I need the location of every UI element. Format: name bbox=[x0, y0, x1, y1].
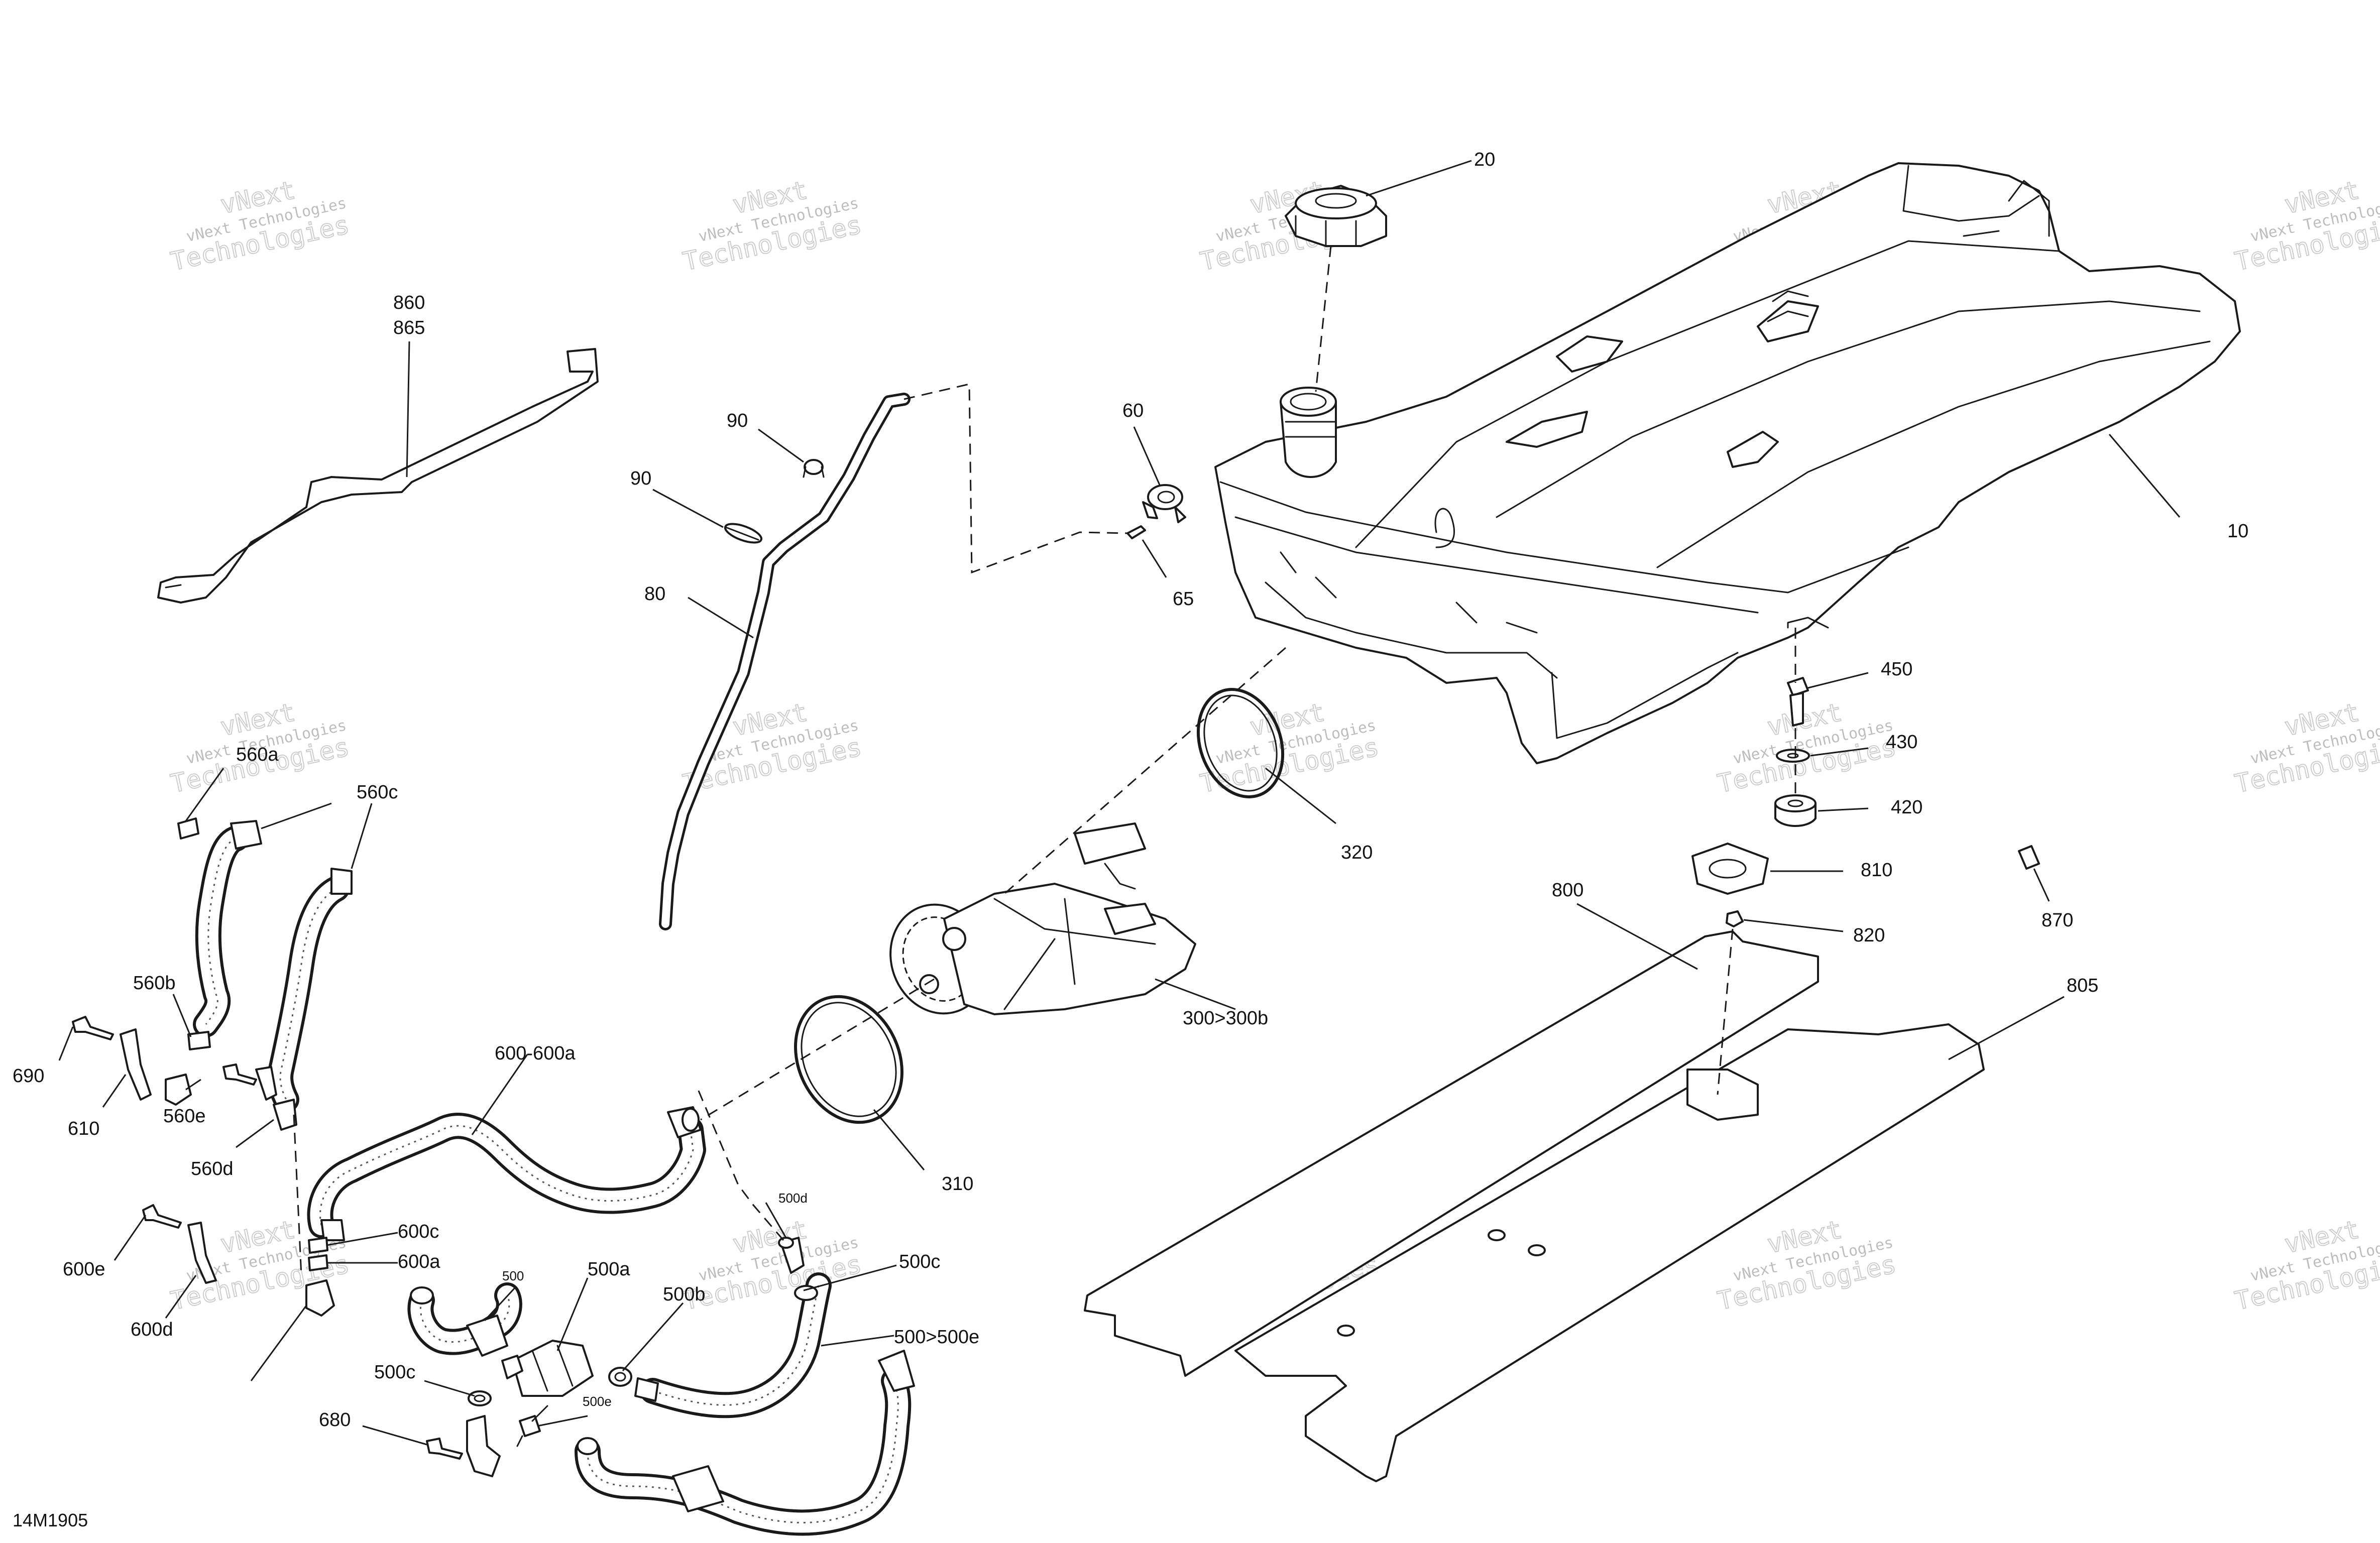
vent-tube bbox=[659, 393, 911, 930]
callout-600d-label: 600d bbox=[131, 1319, 173, 1340]
elbow-fitting bbox=[305, 1279, 335, 1317]
callout-560b-label: 560b bbox=[133, 973, 176, 994]
washer bbox=[1776, 749, 1810, 763]
fuel-hose bbox=[267, 868, 353, 1113]
watermark: vNext Technologies vNext Technologies bbox=[2232, 697, 2380, 799]
connector bbox=[516, 1405, 548, 1447]
bolt bbox=[1787, 677, 1809, 727]
callout-600-label: 600-600a bbox=[495, 1043, 576, 1064]
quick-connector bbox=[778, 1237, 805, 1274]
callout-90-label: 90 bbox=[727, 410, 748, 431]
callout-870-label: 870 bbox=[2042, 910, 2073, 931]
callout-300-label: 300>300b bbox=[1183, 1008, 1268, 1029]
mounting-bracket bbox=[255, 1066, 277, 1101]
callout-500a-label: 500a bbox=[588, 1259, 630, 1280]
elbow-fitting bbox=[273, 1099, 297, 1131]
callout-560e-label: 560e bbox=[163, 1106, 206, 1127]
pin bbox=[1126, 525, 1146, 539]
callout-560d-label: 560d bbox=[191, 1158, 234, 1179]
watermark: vNext Technologies vNext Technologies bbox=[168, 697, 352, 799]
clamp bbox=[794, 1285, 818, 1301]
vent-valve bbox=[1142, 484, 1186, 523]
callout-90-label: 90 bbox=[630, 468, 651, 489]
screw bbox=[142, 1204, 182, 1229]
clamp bbox=[608, 1367, 632, 1387]
clamp bbox=[308, 1237, 328, 1254]
leader-lines bbox=[58, 160, 2181, 1446]
lock-ring bbox=[794, 995, 903, 1124]
clamp bbox=[468, 1390, 492, 1406]
backing-plate bbox=[1084, 930, 1819, 1377]
callout-430-label: 430 bbox=[1886, 732, 1917, 753]
callout-310-label: 310 bbox=[942, 1173, 973, 1195]
fuel-tank bbox=[1214, 162, 2241, 764]
callout-600a-label: 600a bbox=[398, 1251, 440, 1272]
filter-outlet-hose bbox=[634, 1272, 832, 1418]
callout-420-label: 420 bbox=[1891, 797, 1922, 818]
watermark: vNext Technologies vNext Technologies bbox=[168, 175, 352, 277]
callout-65-label: 65 bbox=[1173, 588, 1194, 610]
screw bbox=[222, 1063, 257, 1086]
filter-hose bbox=[407, 1282, 522, 1355]
clamp bbox=[308, 1254, 328, 1271]
watermark: vNext Technologies vNext Technologies bbox=[680, 175, 864, 277]
o-ring bbox=[1196, 688, 1285, 798]
clamp bbox=[177, 817, 199, 840]
tie-strap bbox=[724, 523, 763, 544]
elbow-fitting bbox=[165, 1074, 192, 1106]
callout-450-label: 450 bbox=[1881, 659, 1912, 680]
callout-500-range-label: 500>500e bbox=[894, 1327, 979, 1348]
callout-500-label: 500 bbox=[502, 1268, 524, 1283]
callout-10-label: 20 bbox=[1474, 149, 1495, 170]
holder bbox=[1691, 843, 1769, 895]
figure-id: 14M1905 bbox=[13, 1510, 88, 1530]
callout-600c-label: 600c bbox=[398, 1221, 439, 1242]
watermark: vNext Technologies vNext Technologies bbox=[2232, 175, 2380, 277]
assembly-lines bbox=[293, 246, 1796, 1276]
callout-560c-label: 560c bbox=[357, 782, 398, 803]
screw bbox=[72, 1016, 114, 1040]
callout-560a-label: 560a bbox=[236, 744, 279, 765]
callout-690-label: 690 bbox=[13, 1065, 44, 1087]
nut bbox=[1726, 910, 1744, 927]
callout-500b-label: 500b bbox=[663, 1284, 706, 1305]
fuel-cap bbox=[1285, 185, 1387, 247]
callout-800-label: 800 bbox=[1552, 880, 1583, 901]
callout-820-label: 820 bbox=[1853, 925, 1885, 946]
callout-805-label: 805 bbox=[2067, 975, 2098, 996]
callout-320-label: 320 bbox=[1341, 842, 1373, 863]
callout-labels: 20 10 60 65 80 90 90 860 865 320 300>300… bbox=[13, 149, 2248, 1431]
callout-860-label: 860 bbox=[393, 292, 425, 313]
fuel-hose bbox=[193, 820, 262, 1037]
mounting-bracket bbox=[187, 1222, 217, 1284]
return-hose bbox=[575, 1350, 915, 1536]
callout-865-label: 865 bbox=[393, 317, 425, 338]
callout-60-label: 60 bbox=[1122, 400, 1144, 421]
backing-plate-large bbox=[1234, 1023, 1985, 1482]
clamp bbox=[187, 1031, 211, 1050]
callout-500c-label: 500c bbox=[899, 1251, 940, 1272]
callout-500d-label: 500d bbox=[778, 1191, 808, 1206]
callout-500c-label: 500c bbox=[374, 1362, 415, 1383]
fuel-filter bbox=[501, 1340, 594, 1397]
callout-600e-label: 600e bbox=[63, 1259, 105, 1280]
cap bbox=[2018, 845, 2040, 870]
grommet bbox=[1774, 794, 1817, 827]
watermark: vNext Technologies vNext Technologies bbox=[2232, 1214, 2380, 1316]
callout-810-label: 810 bbox=[1861, 860, 1892, 881]
callout-610-label: 610 bbox=[68, 1118, 99, 1139]
elbow-fitting bbox=[466, 1415, 501, 1477]
callout-10-label: 10 bbox=[2227, 521, 2248, 542]
support-bracket bbox=[157, 348, 599, 604]
callout-80-label: 80 bbox=[644, 583, 665, 605]
clip bbox=[803, 459, 825, 478]
main-fuel-hose bbox=[307, 1106, 706, 1241]
fuel-pump-module bbox=[889, 822, 1196, 1015]
screw bbox=[426, 1438, 463, 1460]
callout-680-label: 680 bbox=[319, 1409, 351, 1431]
callout-500e-label: 500e bbox=[583, 1394, 612, 1409]
mounting-bracket bbox=[120, 1028, 152, 1101]
